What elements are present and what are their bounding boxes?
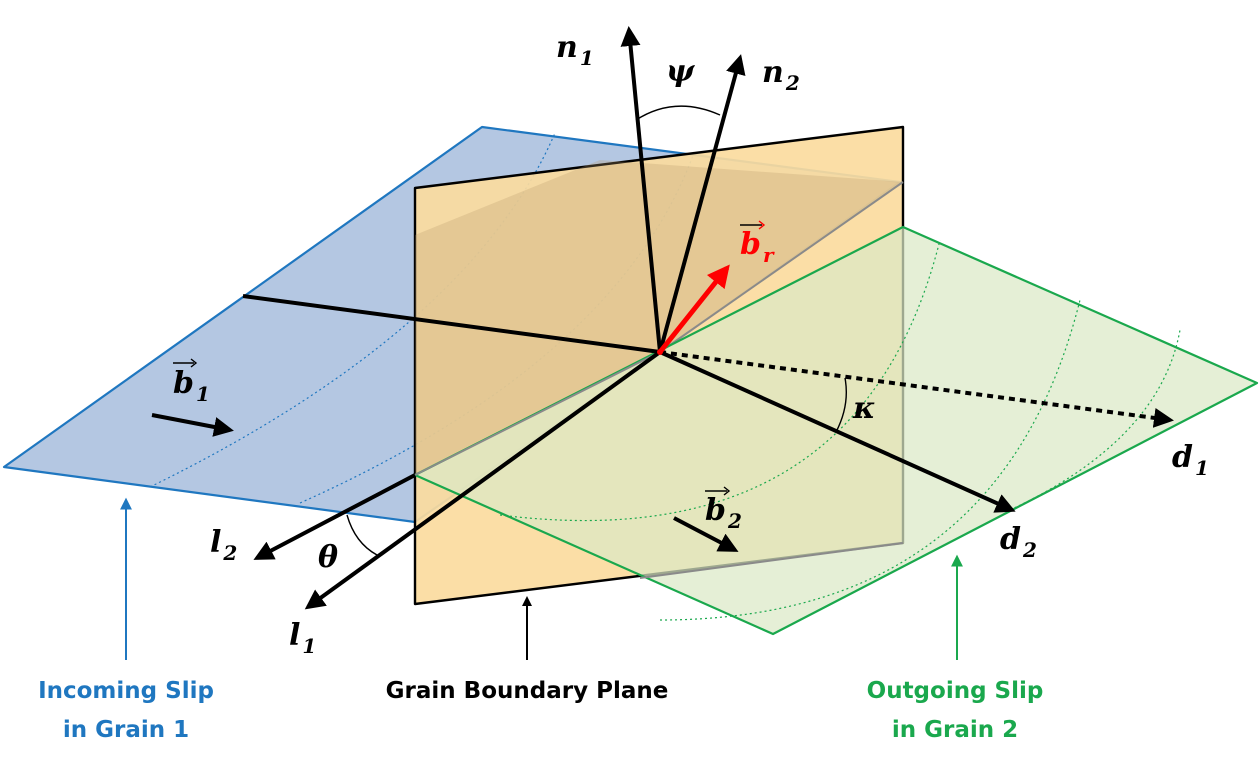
- origin-point: [657, 349, 663, 355]
- outgoing-boundary-intersection-edge: [414, 351, 661, 476]
- d1-vector: [659, 350, 1174, 428]
- psi-angle-arc: [635, 105, 721, 121]
- boundary-intersection-edge: [659, 181, 904, 353]
- n1-vector: [620, 26, 662, 353]
- l1-vector: [304, 350, 662, 610]
- outgoing-caption-line2: in Grain 2: [892, 717, 1018, 743]
- boundary-caption: Grain Boundary Plane: [386, 678, 669, 704]
- b2-direction-arrow: [673, 516, 739, 552]
- outgoing-plane-dotted-arc: [659, 299, 1081, 621]
- b1-direction-arrow: [151, 413, 234, 437]
- outgoing-caption-line1: Outgoing Slip: [867, 678, 1044, 704]
- svg-text:br: br: [740, 227, 775, 267]
- label-theta: θ: [318, 540, 338, 575]
- incoming-slip-trace: [242, 294, 661, 354]
- l2-vector: [253, 473, 416, 560]
- svg-text:b2: b2: [705, 493, 742, 533]
- svg-text:d2: d2: [1000, 522, 1037, 562]
- svg-text:d1: d1: [1172, 440, 1209, 480]
- theta-angle-arc: [346, 514, 378, 556]
- incoming-caption-line1: Incoming Slip: [38, 678, 214, 704]
- svg-text:n2: n2: [762, 55, 800, 95]
- svg-text:l1: l1: [289, 618, 316, 658]
- incoming-caption-line2: in Grain 1: [63, 717, 189, 743]
- outgoing-lower-edge-grey: [639, 542, 904, 579]
- svg-text:b1: b1: [173, 366, 210, 406]
- br-vector: [658, 264, 730, 354]
- incoming-boundary-overlap: [415, 160, 903, 475]
- kappa-angle-arc: [835, 377, 848, 433]
- svg-text:n1: n1: [556, 30, 594, 70]
- outgoing-plane-dotted-arc: [499, 239, 941, 522]
- n2-vector: [658, 54, 746, 353]
- label-psi: ψ: [666, 54, 696, 89]
- svg-text:l2: l2: [210, 525, 237, 565]
- label-kappa: κ: [852, 391, 876, 426]
- outgoing-plane-dotted-arc: [1009, 329, 1181, 511]
